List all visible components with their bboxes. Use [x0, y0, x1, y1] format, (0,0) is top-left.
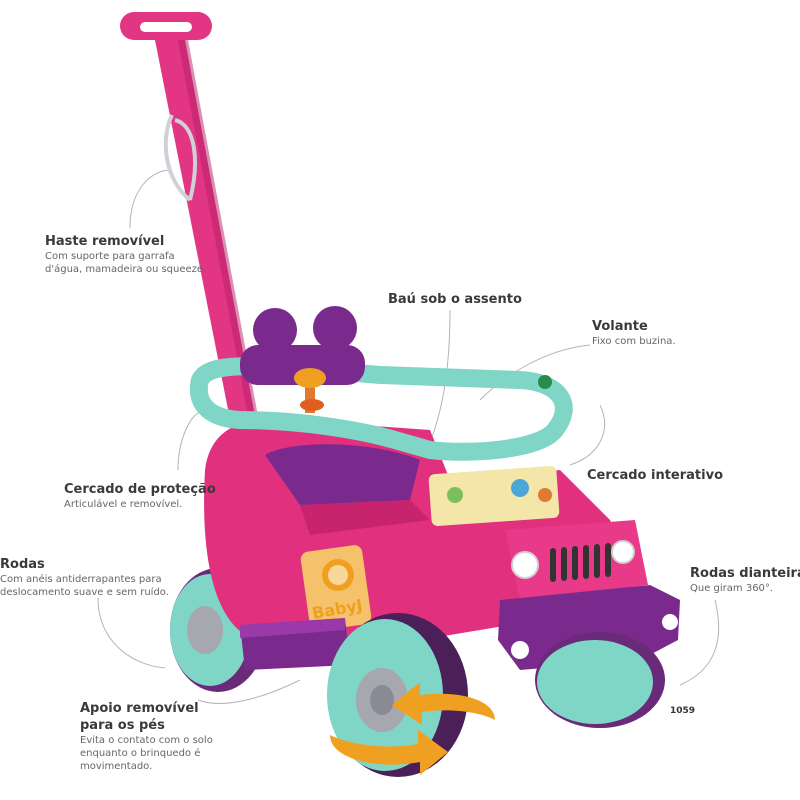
- callout-cercado-protecao-desc: Articulável e removível.: [64, 499, 183, 510]
- callout-rodas-dianteiras-title: Rodas dianteiras: [690, 566, 800, 581]
- callout-rodas-title: Rodas: [0, 557, 45, 572]
- foot-rest: [240, 618, 350, 670]
- steering-wheel: [294, 368, 326, 413]
- callout-volante-desc: Fixo com buzina.: [592, 336, 676, 347]
- callout-rodas-desc-2: deslocamento suave e sem ruído.: [0, 587, 169, 598]
- callout-rodas-dianteiras: Rodas dianteiras Que giram 360°.: [690, 565, 800, 595]
- headrest: [240, 306, 365, 385]
- callout-apoio-title-1: Apoio removível: [80, 701, 199, 716]
- callout-bau-title: Baú sob o assento: [388, 292, 522, 307]
- callout-apoio-desc-3: movimentado.: [80, 761, 153, 772]
- bottle-holder: [163, 114, 197, 202]
- callout-haste-desc-2: d'água, mamadeira ou squeeze.: [45, 264, 207, 275]
- callout-cercado-protecao: Cercado de proteção Articulável e removí…: [64, 481, 216, 511]
- callout-apoio: Apoio removível para os pés Evita o cont…: [80, 700, 213, 773]
- callout-volante: Volante Fixo com buzina.: [592, 318, 676, 348]
- front-left-wheel: [327, 613, 468, 777]
- model-number: 1059: [670, 706, 696, 716]
- callout-cercado-protecao-title: Cercado de proteção: [64, 482, 216, 497]
- callout-haste-title: Haste removível: [45, 234, 165, 249]
- callout-haste: Haste removível Com suporte para garrafa…: [45, 233, 206, 276]
- callout-haste-desc-1: Com suporte para garrafa: [45, 251, 175, 262]
- callout-bau: Baú sob o assento: [388, 291, 522, 308]
- callout-rodas: Rodas Com anéis antiderrapantes para des…: [0, 556, 169, 599]
- callout-apoio-desc-1: Evita o contato com o solo: [80, 735, 213, 746]
- toy-body: [204, 419, 680, 670]
- callout-rodas-dianteiras-desc: Que giram 360°.: [690, 583, 774, 594]
- callout-volante-title: Volante: [592, 319, 648, 334]
- callout-cercado-interativo-title: Cercado interativo: [587, 468, 724, 483]
- callout-rodas-desc-1: Com anéis antiderrapantes para: [0, 574, 162, 585]
- callout-apoio-title-2: para os pés: [80, 718, 165, 733]
- rotation-arrow-icon: [330, 682, 495, 775]
- callout-apoio-desc-2: enquanto o brinquedo é: [80, 748, 201, 759]
- callout-cercado-interativo: Cercado interativo: [587, 467, 723, 484]
- front-right-wheel: [535, 632, 665, 728]
